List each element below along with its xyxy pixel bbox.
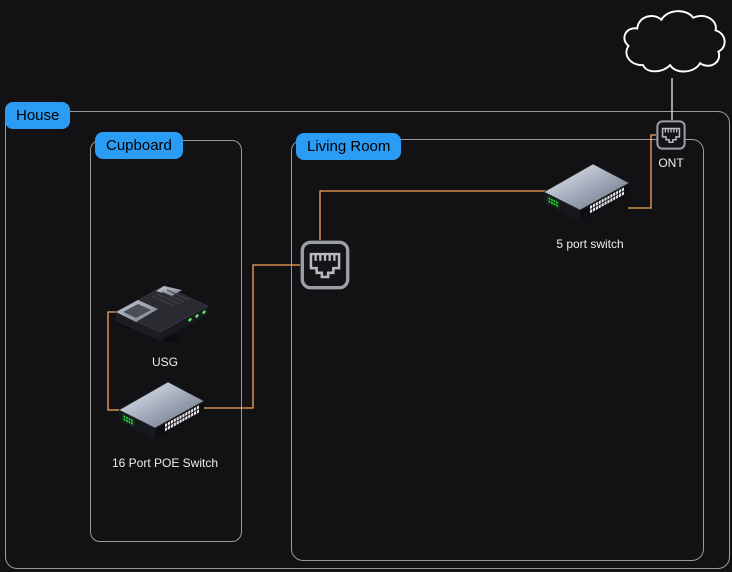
- switch-icon: [544, 164, 630, 222]
- ethernet-jack-icon: [656, 120, 686, 150]
- node-living-room-jack[interactable]: [300, 240, 350, 290]
- zone-label-living-room[interactable]: Living Room: [296, 133, 402, 160]
- link-poe-switch-to-jack[interactable]: [204, 264, 300, 409]
- switch-icon: [119, 382, 205, 440]
- container-living-room[interactable]: [291, 139, 704, 561]
- container-house[interactable]: [5, 111, 730, 569]
- caption-5-port-switch: 5 port switch: [556, 237, 624, 251]
- gateway-icon: [115, 285, 211, 343]
- link-jack-to-5port-switch[interactable]: [319, 190, 546, 240]
- caption-usg: USG: [151, 355, 178, 369]
- node-ont[interactable]: [656, 120, 686, 150]
- link-usg-to-poe-switch[interactable]: [107, 311, 122, 411]
- zone-label-cupboard[interactable]: Cupboard: [95, 132, 183, 159]
- ethernet-jack-icon: [300, 240, 350, 290]
- node-16-port-poe-switch[interactable]: [119, 382, 205, 440]
- zone-label-house[interactable]: House: [5, 102, 71, 129]
- cloud-icon: [623, 10, 726, 73]
- node-usg[interactable]: [112, 282, 212, 344]
- caption-16-port-poe-switch: 16 Port POE Switch: [111, 456, 219, 470]
- node-5-port-switch[interactable]: [544, 164, 630, 222]
- caption-ont: ONT: [658, 156, 684, 170]
- link-ont-to-5port-switch[interactable]: [628, 134, 656, 209]
- node-internet-cloud[interactable]: [616, 4, 730, 78]
